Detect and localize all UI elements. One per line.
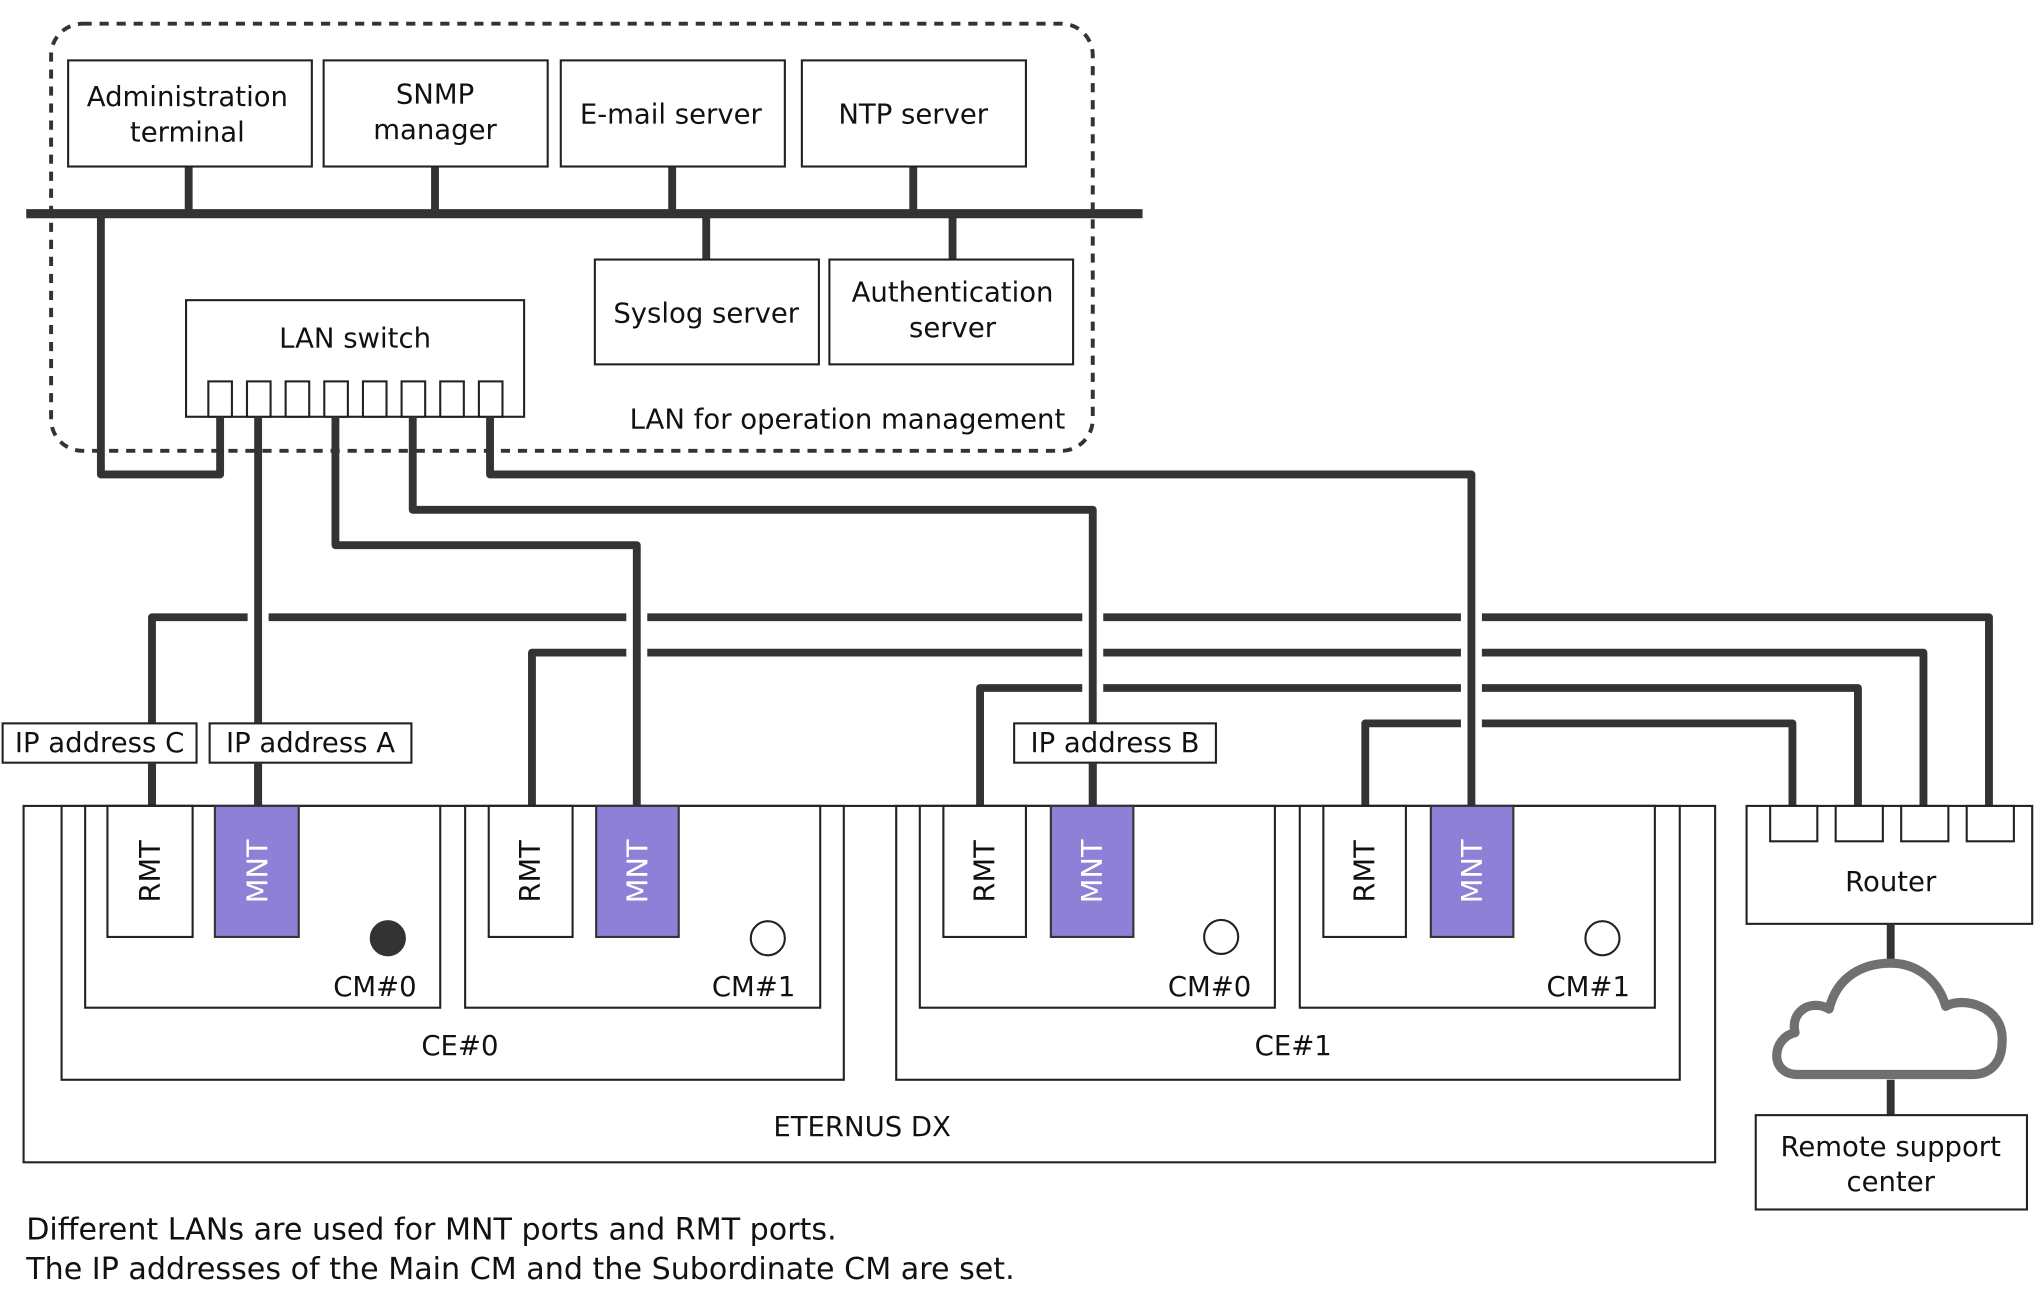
lan-switch-ports	[207, 380, 504, 418]
note-1: Different LANs are used for MNT ports an…	[26, 1213, 837, 1248]
ntp-server-label: NTP server	[838, 98, 988, 130]
crossing-masks	[247, 608, 1482, 733]
router-port	[1900, 804, 1950, 843]
syslog-server: Syslog server	[593, 258, 820, 366]
rmt-port	[106, 804, 194, 938]
eternus-dx-label: ETERNUS DX	[773, 1111, 951, 1143]
ce-0-cm-1: RMT MNT CM#1	[464, 804, 822, 1009]
email-server: E-mail server	[559, 59, 786, 168]
ip-address-b: IP address B	[1013, 722, 1217, 764]
router-port	[1834, 804, 1884, 843]
ip-address-c-label: IP address C	[15, 727, 184, 759]
wire-mnt-ce1-cm1	[486, 416, 1476, 806]
rmt-port-label: RMT	[1347, 840, 1381, 903]
wire-backbone-switch	[96, 213, 225, 479]
mnt-port-label: MNT	[240, 839, 274, 903]
wire-rmt-ce0-cm0	[148, 613, 1993, 806]
remote-center-label-2: center	[1846, 1166, 1935, 1198]
lan-switch-port	[439, 380, 465, 418]
lan-switch-port	[361, 380, 388, 418]
subordinate-cm-indicator-icon	[749, 920, 786, 957]
ip-address-c: IP address C	[1, 722, 198, 764]
mnt-port	[1049, 804, 1135, 938]
auth-server-label-2: server	[909, 312, 997, 344]
wiring	[96, 213, 1993, 806]
admin-terminal-label-1: Administration	[87, 81, 288, 113]
snmp-manager: SNMP manager	[322, 59, 549, 168]
authentication-server: Authentication server	[828, 258, 1075, 366]
cm-label: CM#0	[1168, 971, 1251, 1003]
cm-label: CM#1	[712, 971, 795, 1003]
rmt-port-label: RMT	[513, 840, 547, 903]
snmp-manager-label-2: manager	[373, 114, 497, 146]
auth-server-label-1: Authentication	[852, 276, 1054, 308]
lan-switch-port	[284, 380, 311, 418]
ip-address-a-label: IP address A	[226, 727, 395, 759]
mnt-port	[1429, 804, 1515, 938]
eternus-dx: ETERNUS DX CE#0 CE#1 RMT MNT CM#0 RMT MN…	[22, 804, 1717, 1164]
router-label: Router	[1845, 866, 1937, 898]
wire-mnt-ce0-cm1	[331, 416, 641, 806]
wire-rmt-ce1-cm1	[1361, 719, 1797, 806]
wire-mnt-ce1-cm0	[408, 416, 1097, 806]
note-2: The IP addresses of the Main CM and the …	[25, 1252, 1014, 1287]
rmt-port	[942, 804, 1027, 938]
lan-switch-port	[400, 380, 427, 418]
mnt-port	[595, 804, 680, 938]
subordinate-cm-indicator-icon	[1584, 920, 1621, 957]
wire-rmt-ce0-cm1	[528, 648, 1928, 806]
device-drops	[184, 166, 957, 260]
mnt-wiring	[254, 416, 1476, 806]
main-cm-indicator-icon	[369, 920, 406, 957]
router: Router	[1745, 804, 2034, 925]
subordinate-cm-indicator-icon	[1203, 918, 1240, 956]
ce-1-label: CE#1	[1255, 1030, 1332, 1062]
rmt-port-label: RMT	[133, 840, 167, 903]
cm-label: CM#0	[333, 971, 416, 1003]
router-port	[1965, 804, 2015, 843]
lan-switch-port	[477, 380, 504, 418]
email-server-label: E-mail server	[580, 98, 763, 130]
management-lan-boundary	[49, 21, 1095, 453]
cm-label: CM#1	[1546, 971, 1629, 1003]
admin-terminal: Administration terminal	[67, 59, 313, 168]
mnt-port-label: MNT	[1455, 839, 1489, 903]
snmp-manager-label-1: SNMP	[396, 79, 474, 111]
remote-support-center: Remote support center	[1754, 1114, 2029, 1211]
mnt-port-label: MNT	[620, 839, 654, 903]
wire-rmt-ce1-cm0	[976, 684, 1862, 806]
mnt-port-label: MNT	[1075, 839, 1109, 903]
ce-0-label: CE#0	[421, 1030, 498, 1062]
router-port	[1769, 804, 1819, 843]
rmt-port	[487, 804, 574, 938]
ce-0-cm-0: RMT MNT CM#0	[84, 804, 442, 1009]
lan-switch-port	[323, 380, 349, 418]
ip-address-a: IP address A	[208, 722, 413, 764]
ip-address-b-label: IP address B	[1030, 727, 1199, 759]
mnt-port	[213, 804, 300, 938]
lan-switch-port	[207, 380, 233, 418]
router-ports	[1769, 804, 2015, 843]
lan-switch-port	[245, 380, 272, 418]
ce-1-cm-1: RMT MNT CM#1	[1298, 804, 1656, 1009]
internet-cloud-icon	[1772, 958, 2007, 1080]
ip-label-pass-through	[148, 762, 1097, 806]
lan-switch-label: LAN switch	[279, 322, 431, 354]
ce-1-cm-0: RMT MNT CM#0	[918, 804, 1276, 1009]
management-lan-label: LAN for operation management	[630, 404, 1066, 436]
rmt-port	[1322, 804, 1407, 938]
remote-center-label-1: Remote support	[1780, 1131, 2001, 1163]
lan-switch: LAN switch	[185, 299, 526, 418]
syslog-server-label: Syslog server	[613, 297, 799, 329]
rmt-port-label: RMT	[967, 840, 1001, 903]
admin-terminal-label-2: terminal	[130, 117, 245, 149]
ntp-server: NTP server	[800, 59, 1027, 168]
